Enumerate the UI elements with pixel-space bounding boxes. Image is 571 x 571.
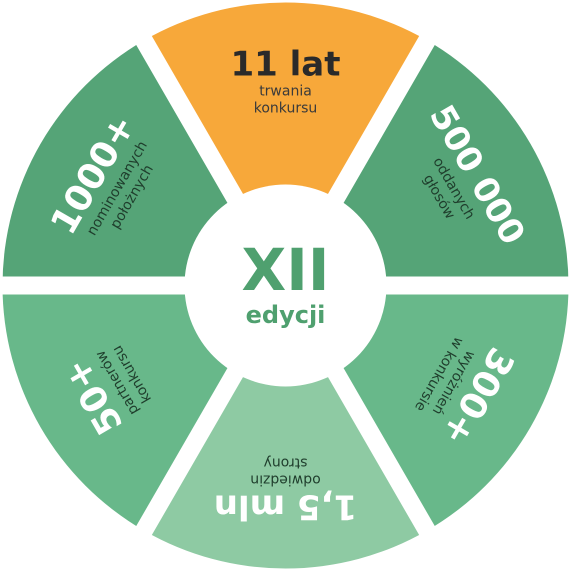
center-title: XII bbox=[242, 236, 330, 304]
segment-caption-line: strony bbox=[264, 455, 308, 471]
segment-number: 1,5 mln bbox=[214, 487, 357, 527]
segment-odwiedzin bbox=[144, 285, 427, 569]
segment-number: 11 lat bbox=[230, 45, 340, 85]
segment-caption-line: odwiedzin bbox=[250, 472, 320, 488]
segment-caption-line: konkursu bbox=[254, 101, 318, 117]
center-subtitle: edycji bbox=[246, 301, 326, 329]
segment-lat bbox=[144, 2, 427, 286]
center-disc bbox=[184, 184, 387, 387]
segment-caption-line: trwania bbox=[259, 84, 312, 100]
